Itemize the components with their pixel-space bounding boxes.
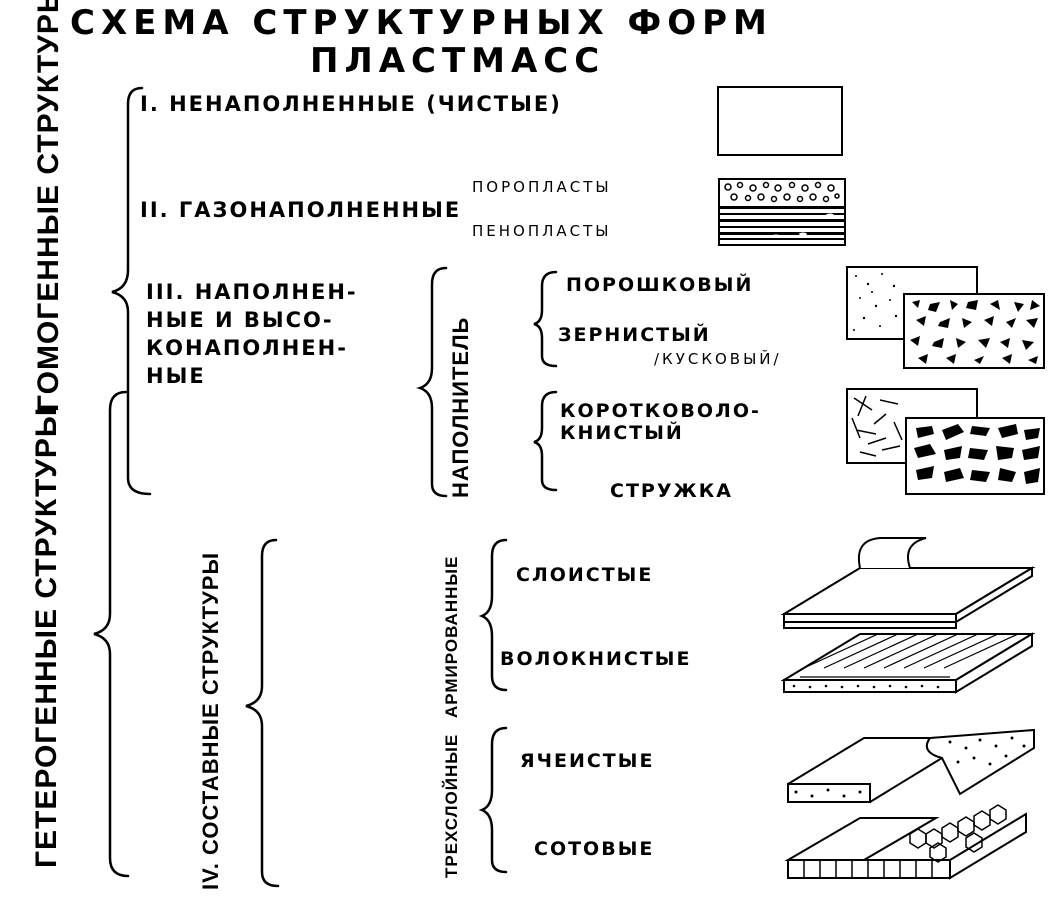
class-3-line-2: НЫЕ И ВЫСО- [146, 308, 334, 332]
homogeneous-brace [111, 86, 152, 496]
class-3-line-1: III. НАПОЛНЕН- [146, 280, 358, 304]
powder-label: ПОРОШКОВЫЙ [566, 274, 754, 296]
shortfiber-brace [533, 390, 558, 492]
gas-filled-sample [718, 178, 846, 246]
title-line-1: СХЕМА СТРУКТУРНЫХ ФОРМ [70, 3, 773, 43]
chips-label: СТРУЖКА [610, 480, 733, 502]
sandwich-drawings [784, 728, 1035, 880]
pure-plastic-sample [717, 86, 843, 156]
layered-label: СЛОИСТЫЕ [516, 564, 654, 586]
powder-granular-samples [846, 266, 1045, 369]
shortfiber-line-2: КНИСТЫЙ [560, 422, 684, 444]
laminate-drawings [780, 537, 1036, 694]
title-line-2: ПЛАСТМАСС [310, 41, 606, 81]
honeycomb-label: СОТОВЫЕ [534, 838, 655, 860]
fiber-chips-samples [846, 388, 1045, 495]
penoplast-label: ПЕНОПЛАСТЫ [472, 222, 612, 240]
lumpy-label: /КУСКОВЫЙ/ [654, 350, 782, 368]
three-layer-brace [478, 726, 508, 874]
class-1-label: I. НЕНАПОЛНЕННЫЕ (ЧИСТЫЕ) [140, 92, 562, 116]
reinforced-brace [478, 538, 508, 692]
cellular-label: ЯЧЕИСТЫЕ [520, 750, 655, 772]
poroplast-label: ПОРОПЛАСТЫ [472, 178, 612, 196]
class-2-label: II. ГАЗОНАПОЛНЕННЫЕ [140, 198, 462, 222]
filler-brace [416, 266, 448, 498]
class-3-line-4: НЫЕ [146, 364, 206, 388]
fibrous-label: ВОЛОКНИСТЫЕ [500, 648, 692, 670]
powder-brace [533, 270, 558, 368]
class-4-brace [245, 538, 280, 888]
shortfiber-line-1: КОРОТКОВОЛО- [560, 400, 761, 422]
heterogeneous-brace [93, 390, 130, 878]
granular-label: ЗЕРНИСТЫЙ [558, 324, 711, 346]
class-3-line-3: КОНАПОЛНЕН- [146, 336, 348, 360]
